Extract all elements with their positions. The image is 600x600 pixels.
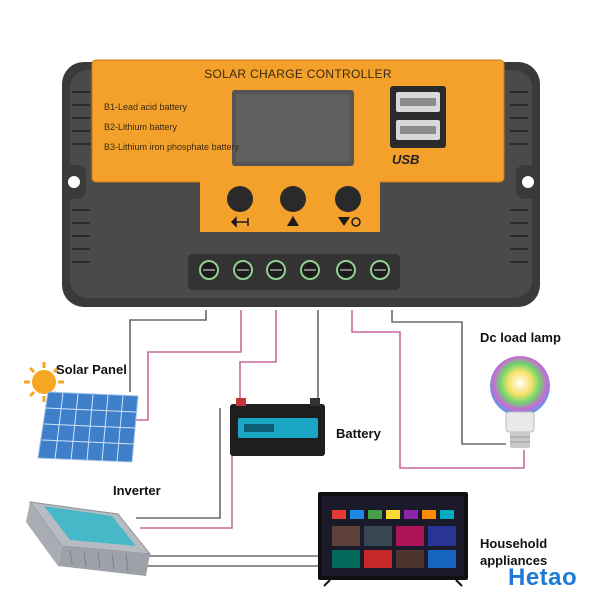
bulb-icon	[490, 356, 550, 448]
household-label-line2: appliances	[480, 553, 548, 568]
battery-label: Battery	[336, 426, 381, 441]
terminal-strip	[188, 254, 400, 290]
battery-type-b2: B2-Lithium battery	[104, 122, 178, 132]
usb-icon: USB	[392, 152, 420, 167]
inverter-label: Inverter	[113, 483, 161, 498]
brand-watermark: Hetao	[508, 564, 578, 591]
battery-icon	[230, 398, 325, 456]
controller-buttons	[227, 186, 361, 228]
household-label-line1: Household	[480, 536, 548, 551]
solar-panel-label: Solar Panel	[56, 362, 127, 377]
menu-button-icon	[227, 186, 253, 212]
solar-panel-icon	[37, 391, 139, 463]
battery-type-b3: B3-Lithium iron phosphate battery	[104, 142, 240, 152]
controller-title: SOLAR CHARGE CONTROLLER	[204, 67, 392, 81]
tv-icon	[318, 492, 468, 587]
wiring	[129, 310, 525, 567]
dc-load-lamp-label: Dc load lamp	[480, 330, 561, 345]
inverter-icon	[26, 501, 152, 576]
up-button-icon	[280, 186, 306, 212]
battery-type-b1: B1-Lead acid battery	[104, 102, 188, 112]
down-button-icon	[335, 186, 361, 212]
sun-icon	[24, 362, 64, 402]
